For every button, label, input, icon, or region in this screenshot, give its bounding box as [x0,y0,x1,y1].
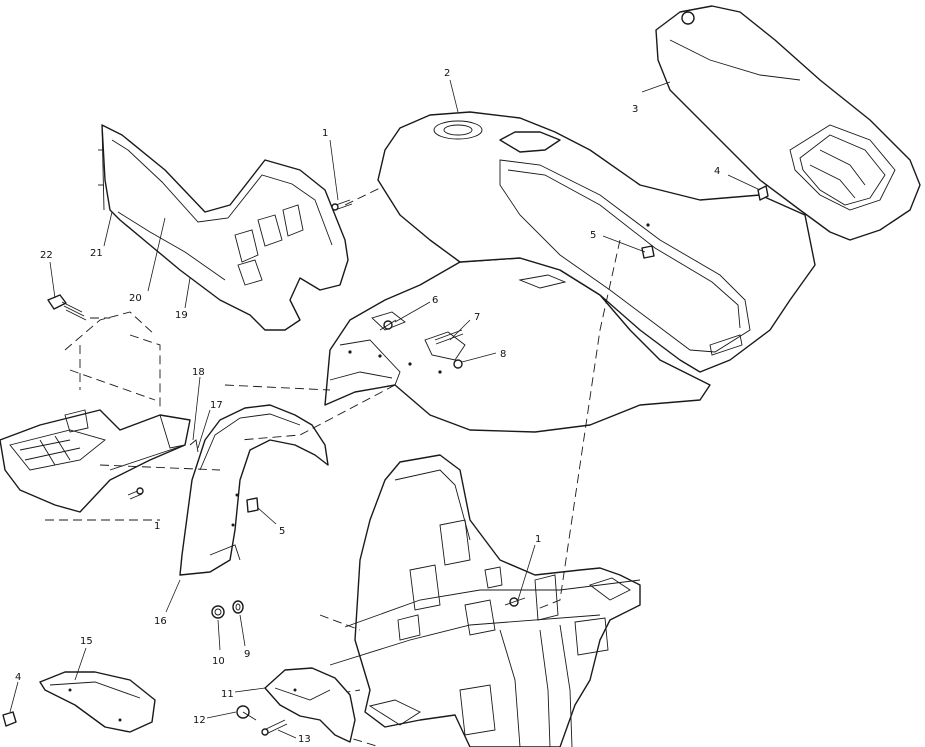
nut-10 [211,605,225,619]
clip-18 [189,439,199,453]
callout-6: 6 [432,295,438,306]
fuel-tank-cover [377,111,816,373]
assembly-lines [90,187,621,611]
callout-16: 16 [154,616,167,627]
washer-6 [379,319,397,331]
screw-1-left [127,487,144,500]
footrest-guard [0,311,191,521]
callout-21: 21 [90,248,103,259]
callout-1-frame: 1 [535,534,541,545]
callout-7: 7 [474,312,480,323]
frame [299,454,641,747]
fender-flare [179,404,329,576]
push-rivet-12 [236,705,257,721]
mud-flap [39,671,156,733]
callout-13: 13 [298,734,311,745]
callout-8: 8 [500,349,506,360]
callout-18: 18 [192,367,205,378]
side-panel [98,124,349,331]
callout-10: 10 [212,656,225,667]
screw-1-top [331,199,353,211]
callout-9: 9 [244,649,250,660]
callout-17: 17 [210,400,223,411]
callout-5-mid: 5 [279,526,285,537]
bracket-11 [264,667,356,743]
callout-3: 3 [632,104,638,115]
clip-4-top [757,185,769,201]
callout-1-left: 1 [154,521,160,532]
washer-9 [232,600,244,614]
push-rivet-22 [47,294,87,321]
callout-1-top: 1 [322,128,328,139]
callout-15: 15 [80,636,93,647]
callout-20: 20 [129,293,142,304]
front-fender-cab [324,257,711,433]
seat [655,5,921,241]
callout-4-bottom: 4 [15,672,21,683]
well-nut-5-mid [246,497,259,513]
nut-8 [453,359,463,369]
clip-4-bottom [2,711,17,727]
callout-19: 19 [175,310,188,321]
screw-1-frame [504,597,526,607]
callout-11: 11 [221,689,234,700]
callout-5-top: 5 [590,230,596,241]
screw-7 [434,329,464,345]
callout-2: 2 [444,68,450,79]
callout-4-top: 4 [714,166,720,177]
callout-22: 22 [40,250,53,261]
leader-lines [9,79,761,739]
screw-13 [261,719,288,736]
well-nut-5-top [641,245,655,259]
callout-labels: 1 2 3 4 5 6 7 8 21 20 19 22 18 17 1 5 1 … [15,68,720,745]
callout-12: 12 [193,715,206,726]
